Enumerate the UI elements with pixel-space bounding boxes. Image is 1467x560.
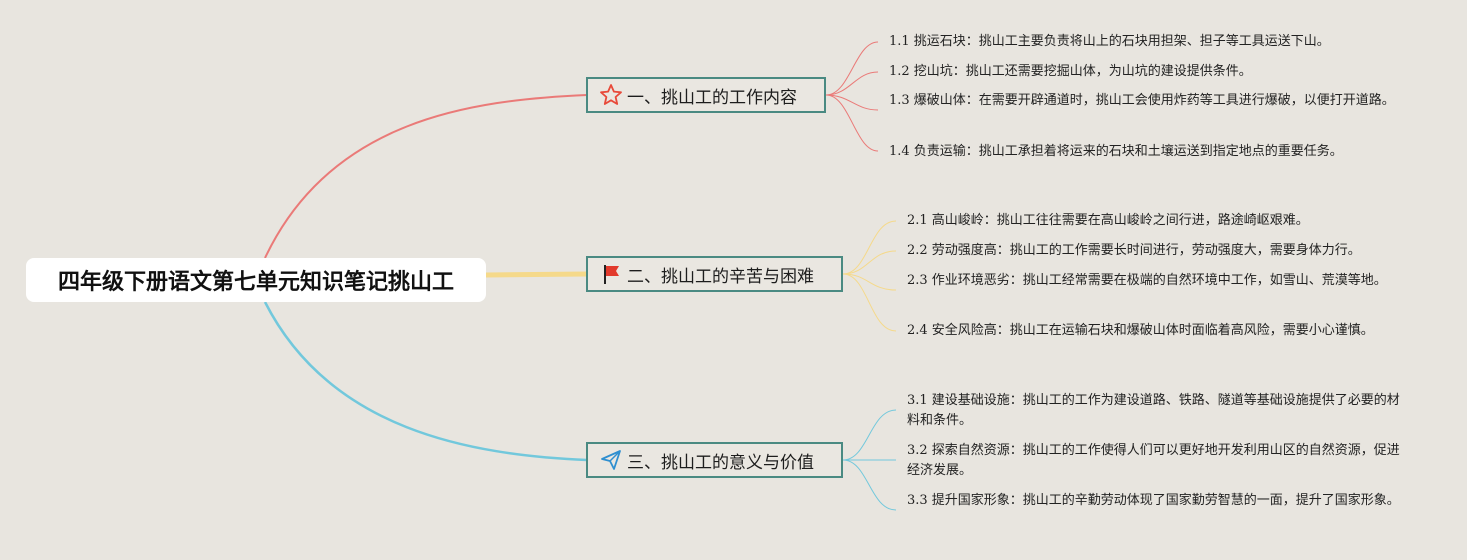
- leaf-item-1-1: 1.1 挑运石块：挑山工主要负责将山上的石块用担架、担子等工具运送下山。: [889, 34, 1330, 49]
- branch-label-3: 三、挑山工的意义与价值: [627, 452, 814, 473]
- branch-connector-3: [263, 301, 588, 462]
- leaf-item-3-1: 3.1 建设基础设施：挑山工的工作为建设道路、铁路、隧道等基础设施提供了必要的材…: [907, 393, 1400, 428]
- leaf-connector-2-4: [842, 273, 897, 332]
- leaf-connector-1-4: [825, 94, 879, 152]
- leaf-connector-2-1: [842, 220, 897, 275]
- branch-topic-2[interactable]: 二、挑山工的辛苦与困难: [586, 256, 843, 292]
- leaf-item-1-4: 1.4 负责运输：挑山工承担着将运来的石块和土壤运送到指定地点的重要任务。: [889, 144, 1343, 159]
- leaf-item-3-3: 3.3 提升国家形象：挑山工的辛勤劳动体现了国家勤劳智慧的一面，提升了国家形象。: [907, 493, 1400, 508]
- branch-label-2: 二、挑山工的辛苦与困难: [627, 266, 814, 287]
- leaf-item-1-2: 1.2 挖山坑：挑山工还需要挖掘山体，为山坑的建设提供条件。: [889, 64, 1252, 79]
- flag-icon: [598, 261, 624, 287]
- leaf-connector-2-2: [842, 250, 897, 275]
- branch-connector-2: [485, 271, 588, 278]
- branch-connector-1: [264, 94, 588, 259]
- leaf-connector-3-3: [842, 459, 897, 511]
- branch-topic-1[interactable]: 一、挑山工的工作内容: [586, 77, 826, 113]
- leaf-item-2-4: 2.4 安全风险高：挑山工在运输石块和爆破山体时面临着高风险，需要小心谨慎。: [907, 323, 1374, 338]
- leaf-connector-1-2: [825, 71, 879, 96]
- paper-plane-icon: [598, 447, 624, 473]
- leaf-connector-1-3: [825, 94, 879, 111]
- root-topic[interactable]: 四年级下册语文第七单元知识笔记挑山工: [26, 258, 486, 302]
- star-icon: [598, 82, 624, 108]
- leaf-item-2-3: 2.3 作业环境恶劣：挑山工经常需要在极端的自然环境中工作，如雪山、荒漠等地。: [907, 273, 1387, 288]
- leaf-item-2-1: 2.1 高山峻岭：挑山工往往需要在高山峻岭之间行进，路途崎岖艰难。: [907, 213, 1309, 228]
- root-title: 四年级下册语文第七单元知识笔记挑山工: [57, 270, 454, 295]
- leaf-item-1-3: 1.3 爆破山体：在需要开辟通道时，挑山工会使用炸药等工具进行爆破，以便打开道路…: [889, 93, 1395, 108]
- leaf-item-3-2: 3.2 探索自然资源：挑山工的工作使得人们可以更好地开发利用山区的自然资源，促进…: [907, 443, 1400, 478]
- branch-label-1: 一、挑山工的工作内容: [627, 87, 797, 108]
- leaf-item-2-2: 2.2 劳动强度高：挑山工的工作需要长时间进行，劳动强度大，需要身体力行。: [907, 243, 1361, 258]
- leaf-connector-3-1: [842, 409, 897, 461]
- leaf-connector-1-1: [825, 41, 879, 96]
- branch-topic-3[interactable]: 三、挑山工的意义与价值: [586, 442, 843, 478]
- leaf-connector-2-3: [842, 273, 897, 291]
